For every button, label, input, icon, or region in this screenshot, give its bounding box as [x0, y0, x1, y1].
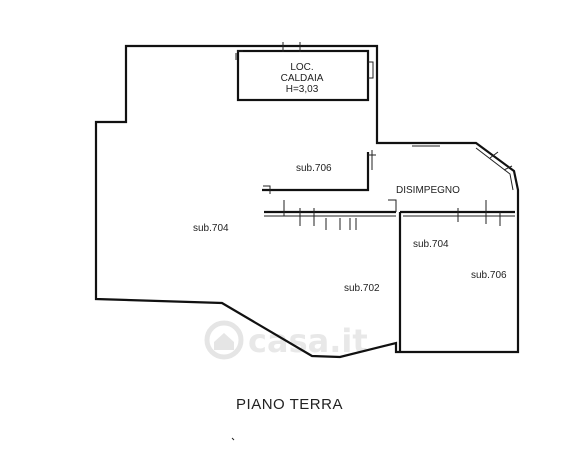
watermark-logo-icon	[204, 320, 244, 360]
boiler-room-label-line1: LOC.	[290, 62, 313, 73]
room-label-sub702: sub.702	[344, 283, 380, 294]
inner-wall-upper	[262, 152, 370, 192]
boiler-room-height-label: H=3,03	[286, 84, 319, 95]
room-label-sub704-right: sub.704	[413, 239, 449, 250]
floor-caption: PIANO TERRA	[236, 396, 343, 413]
room-label-sub706-upper: sub.706	[296, 163, 332, 174]
boiler-room-label-line2: CALDAIA	[281, 73, 324, 84]
boiler-room-wall	[236, 49, 370, 102]
room-label-sub704-left: sub.704	[193, 223, 229, 234]
room-label-disimpegno: DISIMPEGNO	[396, 185, 460, 196]
outer-wall	[94, 44, 520, 359]
room-label-sub706-right: sub.706	[471, 270, 507, 281]
